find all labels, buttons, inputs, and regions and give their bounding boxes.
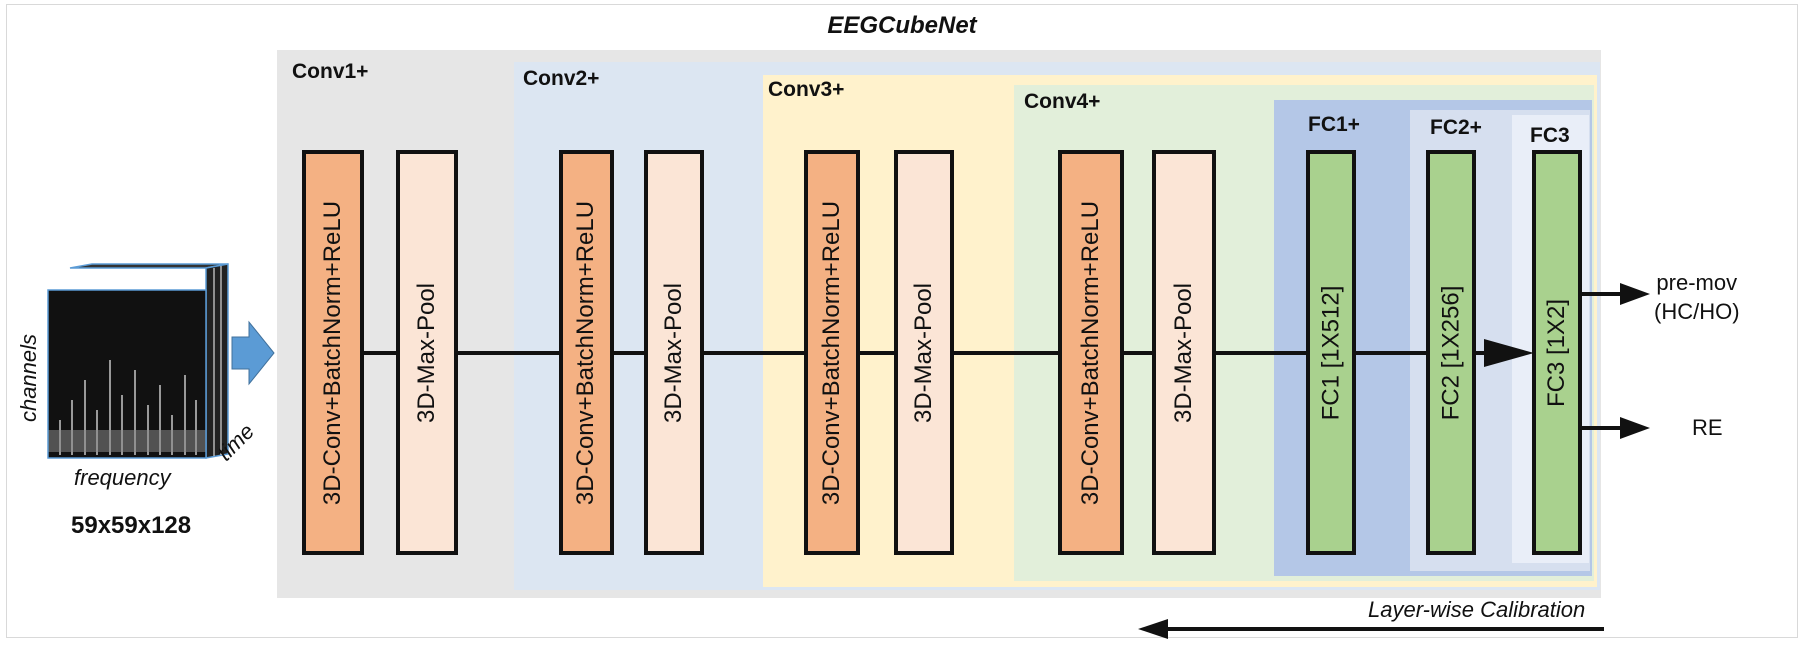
axis-label-channels: channels — [16, 333, 41, 423]
conv4-conv-block: 3D-Conv+BatchNorm+ReLU — [1058, 150, 1124, 555]
stage-label-conv3: Conv3+ — [768, 78, 845, 101]
axis-label-frequency: frequency — [74, 465, 171, 490]
conv1-conv-label: 3D-Conv+BatchNorm+ReLU — [319, 200, 346, 505]
stage-label-conv4: Conv4+ — [1024, 90, 1101, 113]
stage-label-fc1: FC1+ — [1308, 113, 1360, 136]
input-cube-icon — [47, 263, 229, 459]
stage-label-fc2: FC2+ — [1430, 116, 1482, 139]
fc2-label: FC2 [1X256] — [1437, 285, 1464, 420]
fc2-fc3-arrowhead — [1484, 339, 1534, 367]
conv2-conv-block: 3D-Conv+BatchNorm+ReLU — [559, 150, 614, 555]
fc2-block: FC2 [1X256] — [1426, 150, 1476, 555]
input-arrow-icon — [231, 320, 275, 386]
output-re-label: RE — [1692, 415, 1723, 440]
conv2-pool-block: 3D-Max-Pool — [644, 150, 704, 555]
output-premov-label: pre-mov (HC/HO) — [1654, 268, 1740, 326]
output-premov-line1: pre-mov — [1656, 270, 1738, 295]
conv4-pool-label: 3D-Max-Pool — [1170, 282, 1198, 423]
premov-arrowhead — [1620, 283, 1650, 305]
conv2-conv-label: 3D-Conv+BatchNorm+ReLU — [572, 200, 600, 505]
conv1-conv-block: 3D-Conv+BatchNorm+ReLU — [302, 150, 364, 555]
stage-label-fc3: FC3 — [1530, 124, 1570, 147]
fc1-block: FC1 [1X512] — [1306, 150, 1356, 555]
stage-label-conv2: Conv2+ — [523, 67, 600, 90]
fc1-label: FC1 [1X512] — [1317, 285, 1344, 420]
conv2-pool-label: 3D-Max-Pool — [660, 282, 688, 423]
re-arrowhead — [1620, 417, 1650, 439]
figure-frame — [6, 4, 1798, 638]
fc3-label: FC3 [1X2] — [1543, 298, 1571, 407]
fc3-block: FC3 [1X2] — [1532, 150, 1582, 555]
calibration-arrowhead — [1138, 619, 1168, 639]
calibration-label: Layer-wise Calibration — [1368, 597, 1586, 622]
conv3-conv-block: 3D-Conv+BatchNorm+ReLU — [804, 150, 860, 555]
conv4-pool-block: 3D-Max-Pool — [1152, 150, 1216, 555]
conv3-pool-block: 3D-Max-Pool — [894, 150, 954, 555]
stage-label-conv1: Conv1+ — [292, 60, 369, 83]
input-size-label: 59x59x128 — [71, 512, 192, 539]
conv3-pool-label: 3D-Max-Pool — [910, 282, 938, 423]
output-premov-line2: (HC/HO) — [1654, 299, 1740, 324]
conv3-conv-label: 3D-Conv+BatchNorm+ReLU — [818, 200, 845, 505]
conv4-conv-label: 3D-Conv+BatchNorm+ReLU — [1077, 200, 1104, 505]
conv1-pool-block: 3D-Max-Pool — [396, 150, 458, 555]
diagram-title: EEGCubeNet — [827, 12, 977, 39]
conv1-pool-label: 3D-Max-Pool — [413, 282, 441, 423]
